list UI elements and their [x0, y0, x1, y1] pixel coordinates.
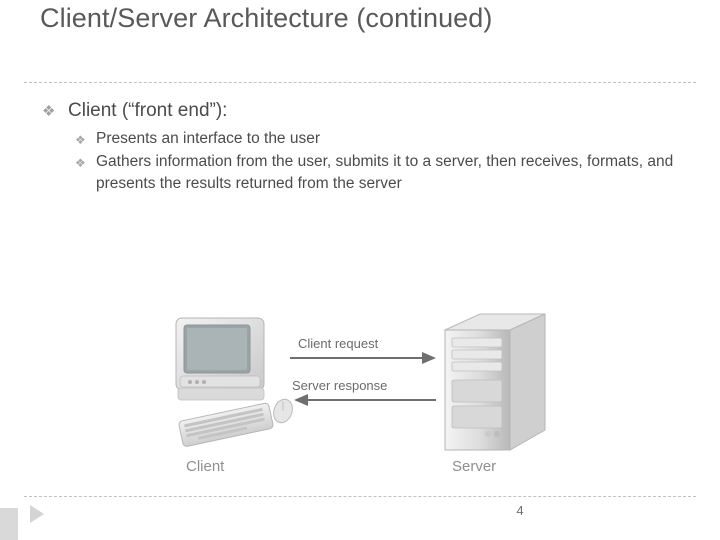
- bullet-level2-text: Gathers information from the user, submi…: [96, 153, 674, 192]
- bullet-marker-icon: ❖: [42, 103, 56, 120]
- divider-bottom: [24, 496, 696, 497]
- client-computer-icon: [175, 317, 293, 447]
- bullet-level1: ❖ Client (“front end”):: [30, 98, 700, 124]
- server-caption: Server: [452, 458, 497, 475]
- diagram-graphic: [175, 313, 546, 451]
- bullet-list: ❖ Client (“front end”): ❖ Presents an in…: [30, 98, 700, 196]
- client-server-diagram: Client Server Client request Server resp…: [150, 300, 580, 490]
- divider-top: [24, 82, 696, 83]
- bullet-level1-text: Client (“front end”):: [68, 100, 228, 121]
- server-icon: [444, 313, 546, 451]
- page-number: 4: [516, 503, 524, 518]
- client-caption: Client: [186, 458, 225, 475]
- bullet-marker-icon: ❖: [75, 156, 86, 170]
- server-response-arrow: [294, 394, 436, 406]
- client-request-arrow: [290, 352, 436, 364]
- bullet-marker-icon: ❖: [75, 133, 86, 147]
- page-title: Client/Server Architecture (continued): [40, 3, 493, 33]
- client-request-label: Client request: [298, 336, 379, 351]
- bullet-level2-item: ❖ Gathers information from the user, sub…: [30, 151, 700, 195]
- corner-accent-bar: [0, 508, 18, 540]
- bullet-level2-item: ❖ Presents an interface to the user: [30, 128, 700, 150]
- server-response-label: Server response: [292, 378, 388, 393]
- next-slide-triangle-icon[interactable]: [30, 505, 44, 523]
- bullet-level2-text: Presents an interface to the user: [96, 130, 321, 147]
